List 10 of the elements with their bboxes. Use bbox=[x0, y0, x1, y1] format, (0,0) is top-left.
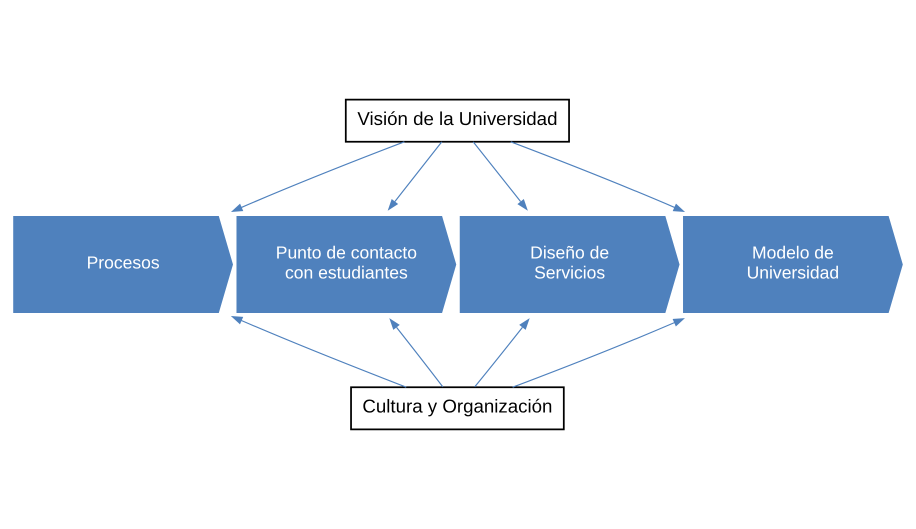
arrow bbox=[512, 318, 685, 388]
arrow bbox=[388, 141, 442, 211]
arrow bbox=[230, 141, 405, 212]
arrow bbox=[510, 141, 686, 212]
arrow bbox=[472, 141, 528, 211]
arrow bbox=[474, 318, 530, 388]
arrow bbox=[389, 318, 444, 388]
arrow bbox=[230, 316, 406, 388]
node-box: Visión de la Universidad bbox=[344, 98, 570, 143]
node-box: Cultura y Organización bbox=[350, 386, 565, 430]
